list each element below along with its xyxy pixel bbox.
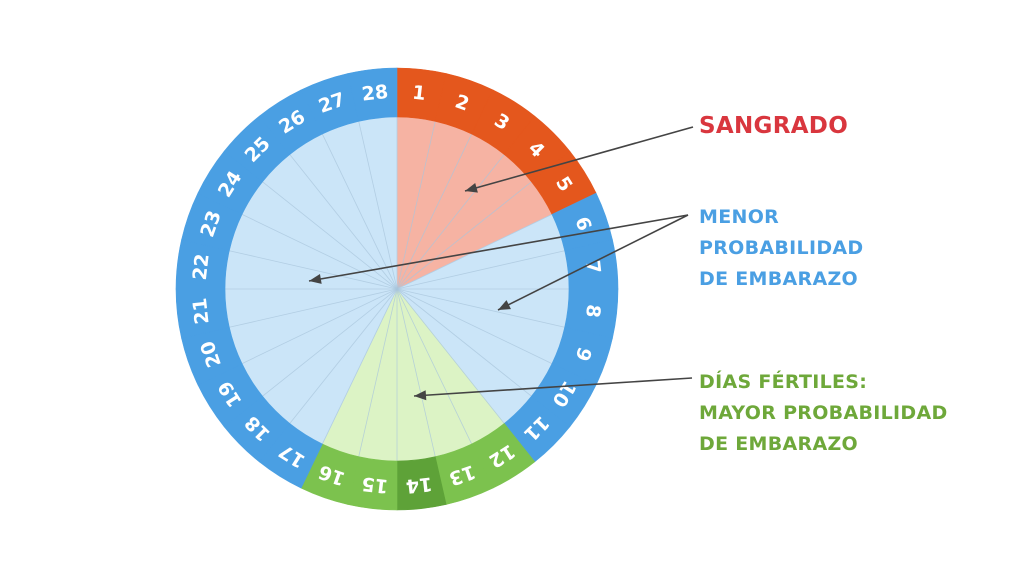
sector-divider [289, 154, 398, 290]
sector-divider [322, 133, 398, 290]
arrow-head [414, 390, 427, 401]
sector-divider [262, 181, 398, 290]
sector-divider [396, 288, 505, 424]
label-fertile-days: DÍAS FÉRTILES: MAYOR PROBABILIDAD DE EMB… [699, 367, 948, 460]
label-low-line: PROBABILIDAD [699, 237, 864, 259]
day-number: 22 [189, 253, 214, 282]
sector-divider [396, 288, 532, 397]
sector-divider [358, 288, 398, 457]
sector-divider [289, 288, 398, 424]
arrow-head [498, 300, 511, 310]
sector-divider [396, 121, 436, 290]
day-ring [175, 67, 619, 511]
day-number: 8 [581, 303, 604, 319]
label-fertile-line: DE EMBARAZO [699, 433, 859, 455]
label-low-line: MENOR [699, 206, 780, 228]
sector-divider [396, 154, 505, 290]
sector-divider [396, 288, 436, 457]
label-low-line: DE EMBARAZO [699, 268, 859, 290]
label-bleeding: SANGRADO [699, 112, 848, 140]
sector-dividers [225, 117, 569, 461]
arrow-line [413, 377, 693, 397]
arrow-head [309, 274, 322, 284]
sector-divider [358, 121, 398, 290]
sector-divider [241, 214, 398, 290]
sector-divider [396, 288, 472, 445]
day-number: 28 [361, 81, 390, 106]
label-bleeding-line: SANGRADO [699, 113, 849, 139]
sector-divider [322, 288, 398, 445]
day-number: 1 [411, 82, 427, 105]
sector-divider [396, 288, 553, 364]
sector-divider [241, 288, 398, 364]
label-low-probability: MENOR PROBABILIDAD DE EMBARAZO [699, 202, 863, 295]
arrow-line [308, 214, 689, 282]
sector-divider [396, 288, 565, 328]
day-number: 15 [361, 472, 390, 497]
arrow-head [465, 182, 478, 193]
sector-divider [396, 250, 565, 290]
arrow-line [464, 126, 694, 192]
legend-arrows [308, 126, 694, 401]
sector-divider [229, 288, 398, 328]
sector-divider [262, 288, 398, 397]
arrow-line [497, 214, 689, 311]
day-number: 21 [189, 297, 214, 326]
label-fertile-line: MAYOR PROBABILIDAD [699, 402, 948, 424]
day-number: 7 [581, 259, 604, 275]
day-ring-segment [347, 67, 398, 122]
sector-divider [396, 181, 532, 290]
sector-divider [229, 250, 398, 290]
day-number: 14 [405, 472, 434, 497]
label-fertile-line: DÍAS FÉRTILES: [699, 371, 868, 393]
